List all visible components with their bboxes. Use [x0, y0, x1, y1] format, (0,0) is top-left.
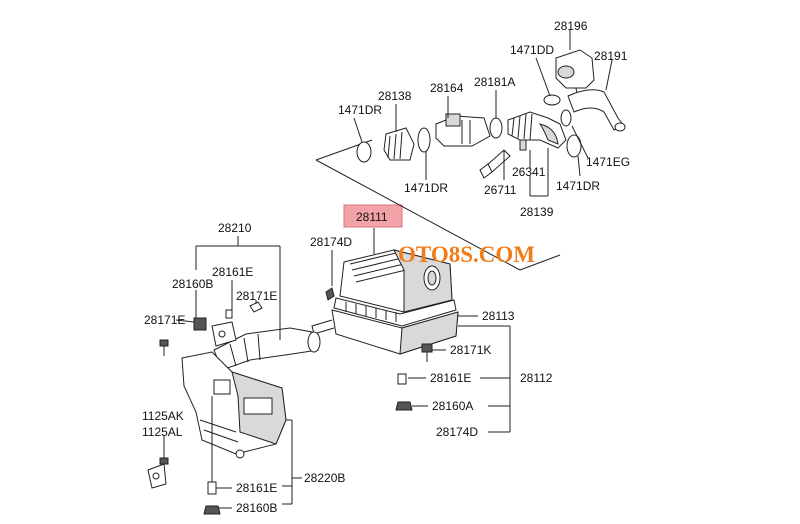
- clip-28174D-upper: [325, 287, 335, 301]
- label-28196: 28196: [554, 19, 588, 33]
- label-28164: 28164: [430, 81, 464, 95]
- upper-leader-lines: [353, 30, 613, 197]
- label-28210: 28210: [218, 221, 252, 235]
- label-28171K: 28171K: [450, 343, 491, 357]
- label-1471DR-left: 1471DR: [338, 103, 382, 117]
- bushing-28161E-bottom: [207, 481, 217, 495]
- label-28220B: 28220B: [304, 471, 345, 485]
- clamp-1471DR-left: [356, 141, 372, 163]
- bushing-28161E-right: [397, 373, 407, 385]
- label-28160B-bottom: 28160B: [236, 501, 277, 515]
- bolt-28171K: [421, 343, 433, 353]
- air-duct-part: [507, 111, 567, 149]
- label-28139: 28139: [520, 205, 554, 219]
- label-26711: 26711: [484, 183, 517, 197]
- airflow-sensor-part: [435, 113, 491, 147]
- label-28174D-upper: 28174D: [310, 235, 352, 249]
- clamp-1471EG: [560, 109, 572, 127]
- grommet-28171E-left: [193, 317, 207, 331]
- label-28181A: 28181A: [474, 75, 515, 89]
- connector-26341: [519, 139, 527, 151]
- label-28160A: 28160A: [432, 399, 473, 413]
- clamp-1471DD: [543, 94, 561, 106]
- air-cleaner-body: [311, 249, 459, 411]
- lower-leader-lines: [175, 228, 511, 509]
- intake-hose-part: [567, 89, 626, 132]
- label-1471DD: 1471DD: [510, 43, 554, 57]
- label-28191: 28191: [594, 49, 628, 63]
- grommet-28160A: [395, 401, 413, 411]
- label-1471EG: 1471EG: [586, 155, 630, 169]
- label-28161E-bottom: 28161E: [236, 481, 277, 495]
- watermark-text: OTO8S.COM: [398, 242, 535, 267]
- part-labels: 28196 1471DD 28191 28138 28164 28181A 14…: [142, 19, 630, 515]
- lower-resonator-assembly: [147, 301, 321, 515]
- label-28174D-lower: 28174D: [436, 425, 478, 439]
- label-28160B-upper: 28160B: [172, 277, 213, 291]
- label-1471DR-right: 1471DR: [556, 179, 600, 193]
- label-26341: 26341: [512, 165, 546, 179]
- label-1125AK: 1125AK: [142, 409, 184, 423]
- highlight-28111: [343, 204, 403, 228]
- upper-intake-assembly: [315, 49, 626, 271]
- label-1471DR-middle: 1471DR: [404, 181, 448, 195]
- label-28161E-right: 28161E: [430, 371, 471, 385]
- clamp-1471DR-middle: [417, 127, 431, 153]
- breather-hose-part: [479, 149, 511, 179]
- label-28111: 28111: [356, 210, 388, 224]
- label-28161E-upper: 28161E: [212, 265, 253, 279]
- grommet-28160B-bottom: [203, 505, 221, 515]
- label-28171E-left: 28171E: [144, 313, 185, 327]
- clamp-1471DR-right: [566, 134, 582, 158]
- label-1125AL: 1125AL: [142, 425, 183, 439]
- label-28112: 28112: [520, 371, 553, 385]
- label-28171E-upper: 28171E: [236, 289, 277, 303]
- label-28113: 28113: [482, 309, 515, 323]
- label-28138: 28138: [378, 89, 412, 103]
- rubber-seal-part: [383, 127, 415, 161]
- clamp-28181A: [489, 117, 503, 139]
